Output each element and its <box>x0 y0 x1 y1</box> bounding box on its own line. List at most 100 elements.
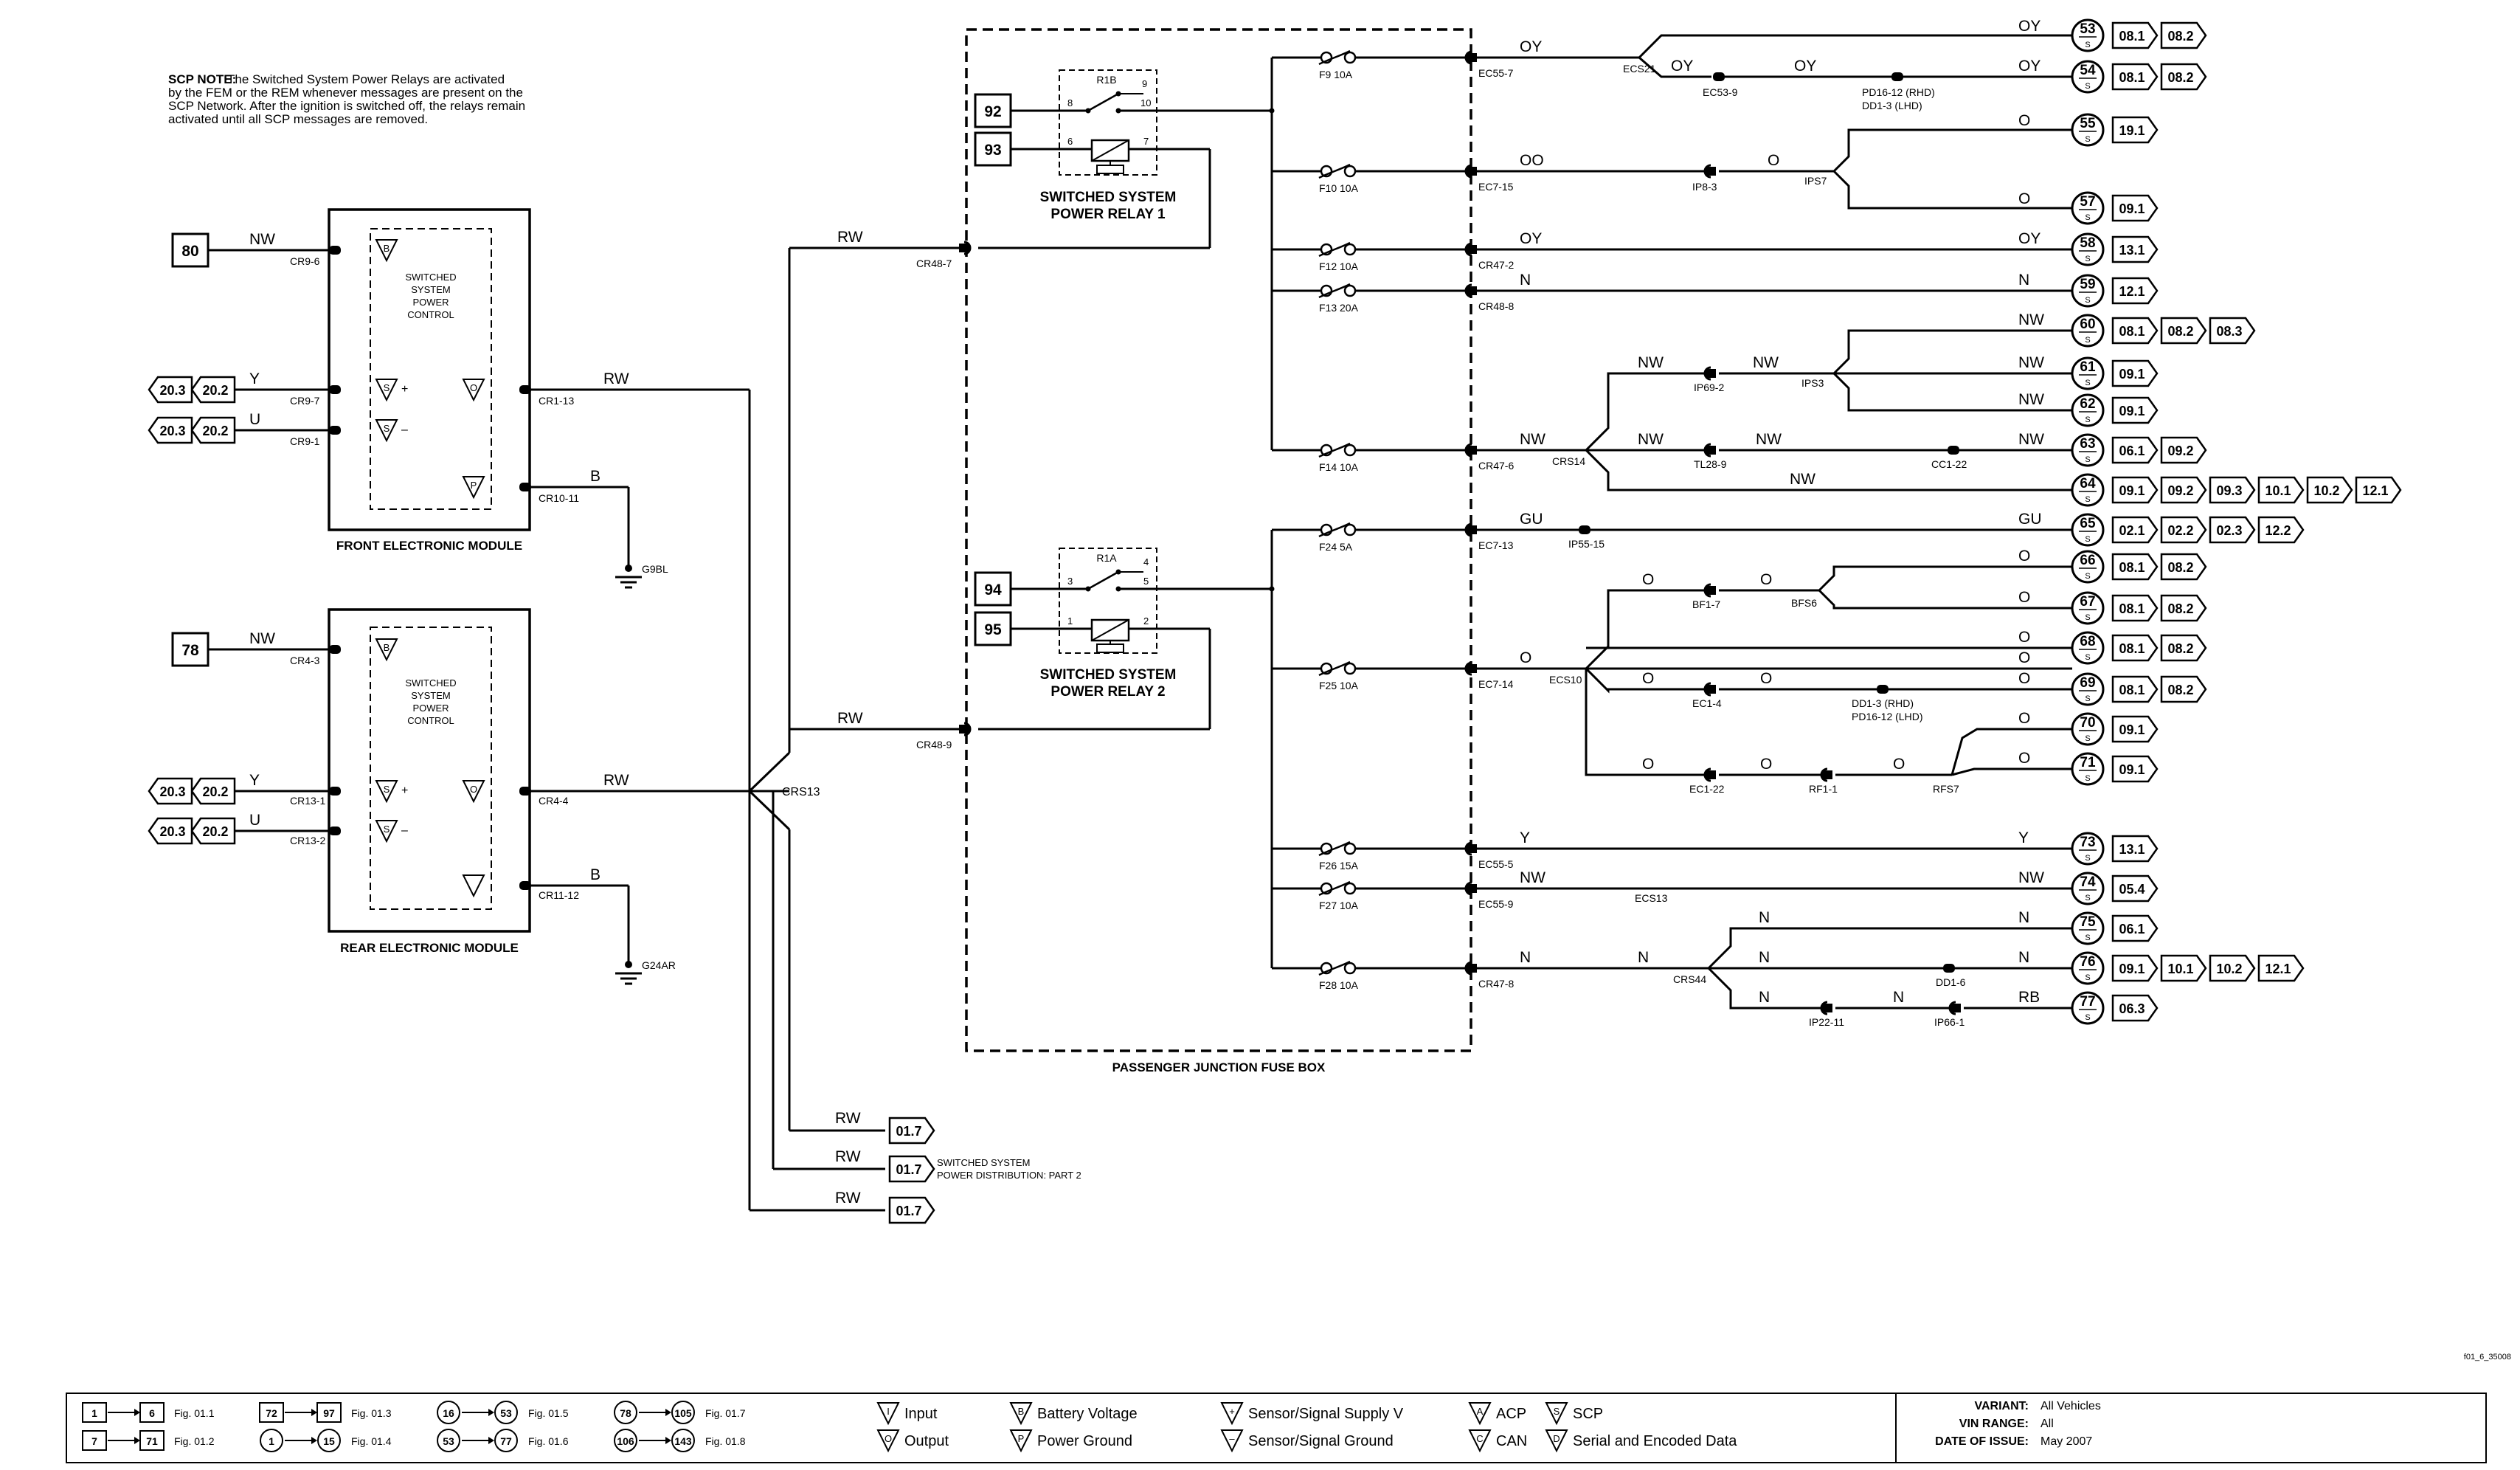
svg-text:09.1: 09.1 <box>2119 201 2145 216</box>
connector <box>1948 446 1959 455</box>
signal-type-icon: B <box>375 239 398 263</box>
connector-socket <box>1703 164 1711 179</box>
fuse-icon <box>1343 882 1357 895</box>
legend-to: 6 <box>149 1407 155 1419</box>
signal-type-icon: O <box>876 1429 900 1453</box>
wire <box>1585 449 2072 491</box>
wire-color: GU <box>2018 511 2042 528</box>
note-text: SCP Network. After the ignition is switc… <box>168 99 525 113</box>
legend-to: 143 <box>674 1435 692 1447</box>
svg-text:08.2: 08.2 <box>2167 70 2193 85</box>
label: 9 <box>1142 78 1147 89</box>
connector-pin <box>1706 369 1716 378</box>
label: EC55-5 <box>1478 858 1514 870</box>
connector <box>1891 72 1903 81</box>
label: R1A <box>1096 552 1117 564</box>
label: IP55-15 <box>1568 538 1605 550</box>
signal-type-icon: I <box>876 1402 900 1426</box>
page-ref: 08.1 <box>2111 21 2159 49</box>
page-ref: 09.1 <box>2111 194 2159 222</box>
splice-57: 57S <box>2071 191 2105 225</box>
arrow-icon <box>488 1409 494 1416</box>
wire-color: RW <box>837 229 863 246</box>
svg-text:06.3: 06.3 <box>2119 1001 2145 1016</box>
legend-from: 1 <box>269 1435 274 1447</box>
legend-symbol-label: Power Ground <box>1037 1433 1132 1449</box>
wire-color: RB <box>2018 989 2040 1006</box>
svg-text:B: B <box>384 243 390 254</box>
legend-box-icon <box>82 1402 107 1423</box>
connector-pin <box>1706 446 1716 455</box>
label: DD1-6 <box>1936 976 1966 988</box>
svg-text:13.1: 13.1 <box>2119 243 2145 258</box>
relay2-box <box>1059 548 1157 654</box>
splice-76: 76S <box>2071 951 2105 985</box>
legend-box-icon <box>139 1402 165 1423</box>
wire <box>1638 34 2072 59</box>
splice-64: 64S <box>2071 473 2105 507</box>
wire-color: OY <box>2018 230 2040 247</box>
splice-54: 54S <box>2071 60 2105 94</box>
signal-type-icon: B <box>1009 1402 1033 1426</box>
page-ref: 09.2 <box>2160 436 2207 464</box>
signal-type-icon: S+ <box>375 780 408 804</box>
label: IPS7 <box>1804 175 1827 187</box>
svg-text:12.2: 12.2 <box>2265 523 2291 538</box>
connector-socket <box>1464 961 1472 976</box>
svg-text:68: 68 <box>2080 634 2095 649</box>
wire-color: NW <box>1790 471 1815 488</box>
legend-box-icon <box>259 1402 284 1423</box>
connector-socket <box>1464 283 1472 298</box>
page-ref: 09.1 <box>2111 715 2159 743</box>
label: CR4-3 <box>290 655 320 666</box>
svg-text:02.3: 02.3 <box>2216 523 2242 538</box>
fem-module <box>328 208 531 531</box>
page-ref: 12.1 <box>2111 277 2159 305</box>
fuse-label: F12 10A <box>1319 260 1359 272</box>
svg-text:09.1: 09.1 <box>2119 762 2145 777</box>
svg-text:64: 64 <box>2080 476 2096 491</box>
svg-text:S: S <box>2085 535 2090 544</box>
fuse-label: F13 20A <box>1319 302 1359 314</box>
label: 8 <box>1067 97 1073 108</box>
wire <box>748 790 791 831</box>
legend-to: 105 <box>674 1407 692 1419</box>
svg-text:S: S <box>2085 774 2090 783</box>
connector-socket <box>1464 661 1472 676</box>
label: TL28-9 <box>1694 458 1727 470</box>
label: CR48-7 <box>916 258 952 269</box>
wire-color: RW <box>603 370 629 387</box>
fem-inner-block <box>370 228 492 510</box>
wire-color: O <box>1642 571 1654 588</box>
wire-color: N <box>1759 909 1770 926</box>
fem-inner-label: SYSTEM <box>411 284 450 295</box>
wire-color: NW <box>2018 869 2044 886</box>
svg-text:02.2: 02.2 <box>2167 523 2193 538</box>
arrow-icon <box>665 1437 671 1444</box>
svg-text:01.7: 01.7 <box>896 1162 921 1177</box>
wire-color: OY <box>1794 58 1816 75</box>
svg-text:71: 71 <box>2080 755 2096 770</box>
label: CR9-7 <box>290 395 320 407</box>
svg-text:63: 63 <box>2080 436 2095 452</box>
svg-text:09.2: 09.2 <box>2167 444 2193 458</box>
note-label: SCP NOTE: <box>168 72 236 86</box>
signal-type-icon: + <box>1220 1402 1244 1426</box>
terminal-number: 78 <box>181 642 199 659</box>
page-ref: 20.3 <box>148 416 193 444</box>
wire-color: N <box>2018 949 2029 966</box>
junction-dot <box>1269 586 1275 592</box>
fuse-icon <box>1343 662 1357 675</box>
legend-from: 7 <box>91 1435 97 1447</box>
fuse-label: F24 5A <box>1319 541 1353 553</box>
page-ref: 09.3 <box>2209 476 2256 504</box>
svg-text:06.1: 06.1 <box>2119 444 2145 458</box>
wire-color: RW <box>837 710 863 727</box>
wire <box>1951 767 2072 776</box>
connector-socket <box>1820 767 1828 782</box>
arrow-icon <box>488 1437 494 1444</box>
svg-text:60: 60 <box>2080 317 2095 332</box>
svg-text:S: S <box>2085 894 2090 903</box>
connector-pin <box>1706 167 1716 176</box>
wire-color: N <box>1759 989 1770 1006</box>
